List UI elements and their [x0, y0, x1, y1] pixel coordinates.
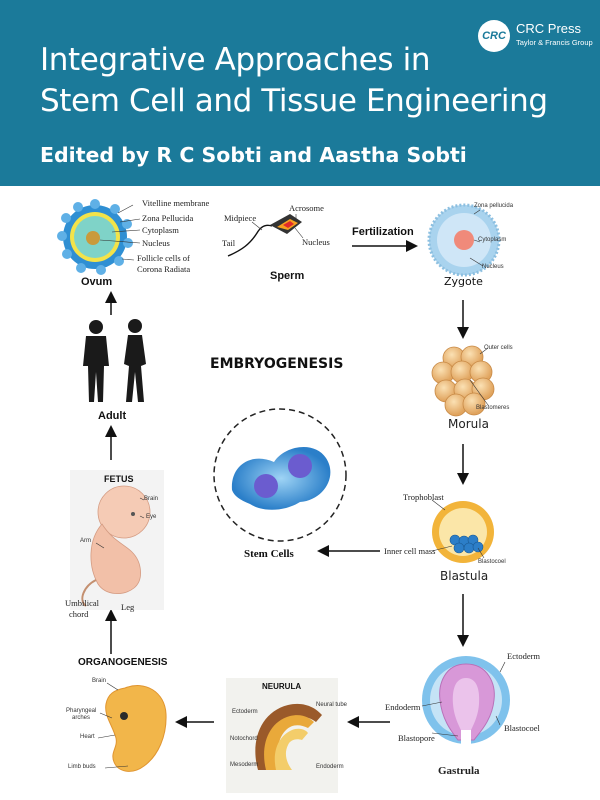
- blastula-label-inner: Inner cell mass: [384, 546, 436, 556]
- adult-silhouettes: [83, 319, 146, 402]
- cover-header: CRC CRC Press Taylor & Francis Group Int…: [0, 0, 600, 186]
- ovum-label-vitelline: Vitelline membrane: [142, 198, 210, 208]
- ovum-label-nucleus: Nucleus: [142, 238, 170, 248]
- publisher-subtitle: Taylor & Francis Group: [516, 38, 593, 47]
- organogenesis-embryo: [105, 685, 167, 772]
- book-title-line1: Integrative Approaches in: [40, 42, 431, 78]
- organ-label-pharyngeal1: Pharyngeal: [66, 708, 97, 714]
- fetus-label-arm: Arm: [80, 538, 91, 544]
- neurula-title: NEURULA: [262, 682, 302, 691]
- publisher-name: CRC Press: [516, 21, 582, 36]
- sperm-label-tail: Tail: [222, 238, 236, 248]
- ovum-title: Ovum: [81, 276, 113, 288]
- neurula-illustration: [226, 678, 338, 793]
- fetus-label-leg: Leg: [121, 602, 135, 612]
- embryogenesis-diagram: [57, 199, 510, 793]
- organ-label-brain: Brain: [92, 678, 107, 684]
- stem-cells-title: Stem Cells: [244, 548, 294, 560]
- blastula-title: Blastula: [440, 569, 489, 583]
- neurula-label-notochord: Notochord: [230, 736, 258, 742]
- fetus-label-chord: chord: [69, 609, 89, 619]
- embryogenesis-title: EMBRYOGENESIS: [210, 356, 344, 372]
- crc-logo: CRC: [478, 20, 510, 52]
- zygote-illustration: [427, 203, 501, 277]
- ovum-label-zona: Zona Pellucida: [142, 213, 194, 223]
- sperm-title: Sperm: [270, 270, 305, 282]
- blastula-label-trophoblast: Trophoblast: [403, 492, 444, 502]
- morula-label-outer: Outer cells: [484, 345, 513, 351]
- sperm-label-midpiece: Midpiece: [224, 213, 257, 223]
- gastrula-label-blastopore: Blastopore: [398, 733, 435, 743]
- morula-label-blastomeres: Blastomeres: [476, 405, 510, 411]
- zygote-label-nucleus: Nucleus: [482, 264, 504, 270]
- blastula-label-blastocoel: Blastocoel: [478, 559, 506, 565]
- zygote-label-cytoplasm: Cytoplasm: [478, 237, 507, 243]
- ovum-illustration: [57, 199, 133, 275]
- zygote-label-zona: Zona pellucida: [474, 203, 514, 209]
- organ-label-pharyngeal2: arches: [72, 715, 91, 721]
- book-editors: Edited by R C Sobti and Aastha Sobti: [40, 143, 467, 167]
- ovum-label-cytoplasm: Cytoplasm: [142, 225, 179, 235]
- gastrula-label-blastocoel: Blastocoel: [504, 723, 540, 733]
- ovum-label-follicle: Follicle cells of: [137, 253, 190, 263]
- morula-title: Morula: [448, 417, 489, 431]
- neurula-label-ectoderm: Ectoderm: [232, 709, 258, 715]
- stem-cells-illustration: [213, 408, 347, 542]
- zygote-title: Zygote: [444, 275, 483, 288]
- blastula-illustration: [432, 501, 494, 563]
- neurula-label-neural-tube: Neural tube: [316, 702, 348, 708]
- organ-label-heart: Heart: [80, 734, 95, 740]
- neurula-label-endoderm: Endoderm: [316, 764, 344, 770]
- sperm-illustration: [227, 214, 302, 257]
- gastrula-label-endoderm: Endoderm: [385, 702, 421, 712]
- sperm-label-acrosome: Acrosome: [289, 203, 324, 213]
- book-title-line2: Stem Cell and Tissue Engineering: [40, 83, 548, 119]
- fetus-label-umbilical: Umbilical: [65, 598, 99, 608]
- fertilization-label: Fertilization: [352, 226, 414, 238]
- gastrula-illustration: [422, 656, 510, 744]
- fetus-illustration: [70, 470, 164, 610]
- fetus-title: FETUS: [104, 474, 134, 484]
- organ-label-limb: Limb buds: [68, 764, 96, 770]
- gastrula-label-ectoderm: Ectoderm: [507, 651, 541, 661]
- ovum-label-corona: Corona Radiata: [137, 264, 191, 274]
- fetus-label-eye: Eye: [146, 514, 157, 520]
- neurula-label-mesoderm: Mesoderm: [230, 762, 259, 768]
- sperm-label-nucleus: Nucleus: [302, 237, 330, 247]
- morula-illustration: [431, 345, 495, 417]
- book-title: Integrative Approaches in Stem Cell and …: [40, 40, 560, 122]
- adult-title: Adult: [98, 410, 127, 422]
- gastrula-title: Gastrula: [438, 765, 480, 777]
- organogenesis-title: ORGANOGENESIS: [78, 657, 168, 668]
- fetus-label-brain: Brain: [144, 496, 159, 502]
